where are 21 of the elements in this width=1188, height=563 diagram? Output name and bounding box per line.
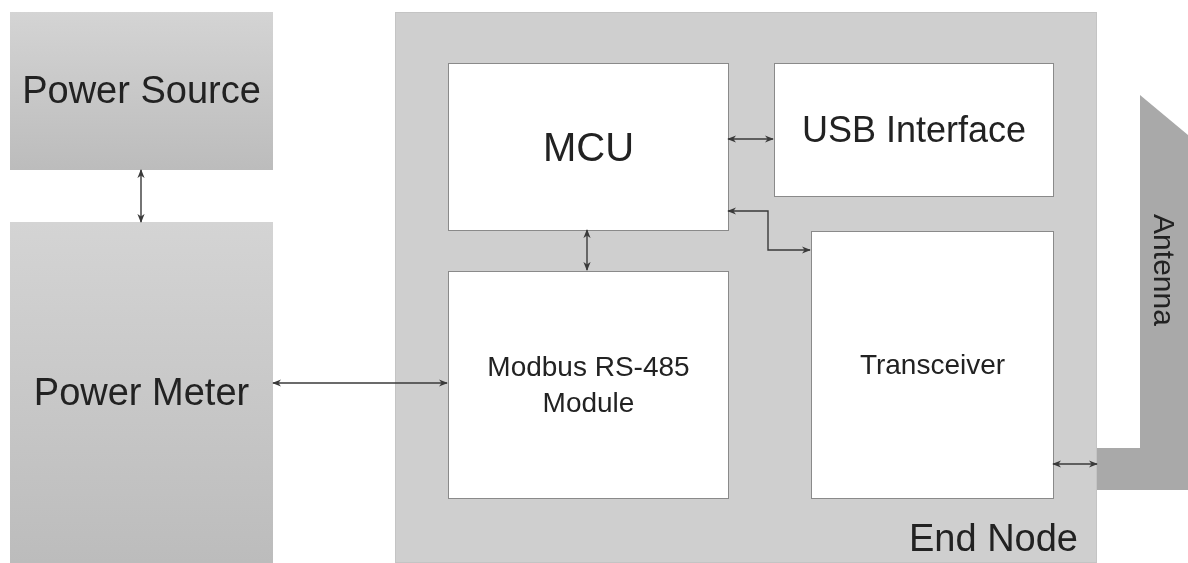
connector-arrow (727, 207, 811, 254)
connector-arrow (137, 169, 145, 223)
container-box (395, 12, 1097, 563)
module-box (774, 63, 1054, 197)
connector-arrow (272, 379, 448, 387)
module-box (448, 63, 729, 231)
block-box (10, 222, 273, 563)
module-label: USB Interface (800, 107, 1028, 152)
module-box (448, 271, 729, 499)
block-box (10, 12, 273, 170)
module-box (811, 231, 1054, 499)
container-label: End Node (909, 517, 1078, 560)
block-label: Power Source (21, 68, 262, 114)
module-label: Modbus RS-485 Module (486, 349, 691, 420)
antenna-label: Antenna (1147, 214, 1181, 326)
module-label: Transceiver (858, 347, 1007, 382)
connector-arrow (583, 229, 591, 271)
module-label: MCU (541, 124, 636, 171)
block-label: Power Meter (32, 369, 251, 415)
connector-arrow (1052, 460, 1098, 468)
connector-arrow (727, 135, 774, 143)
